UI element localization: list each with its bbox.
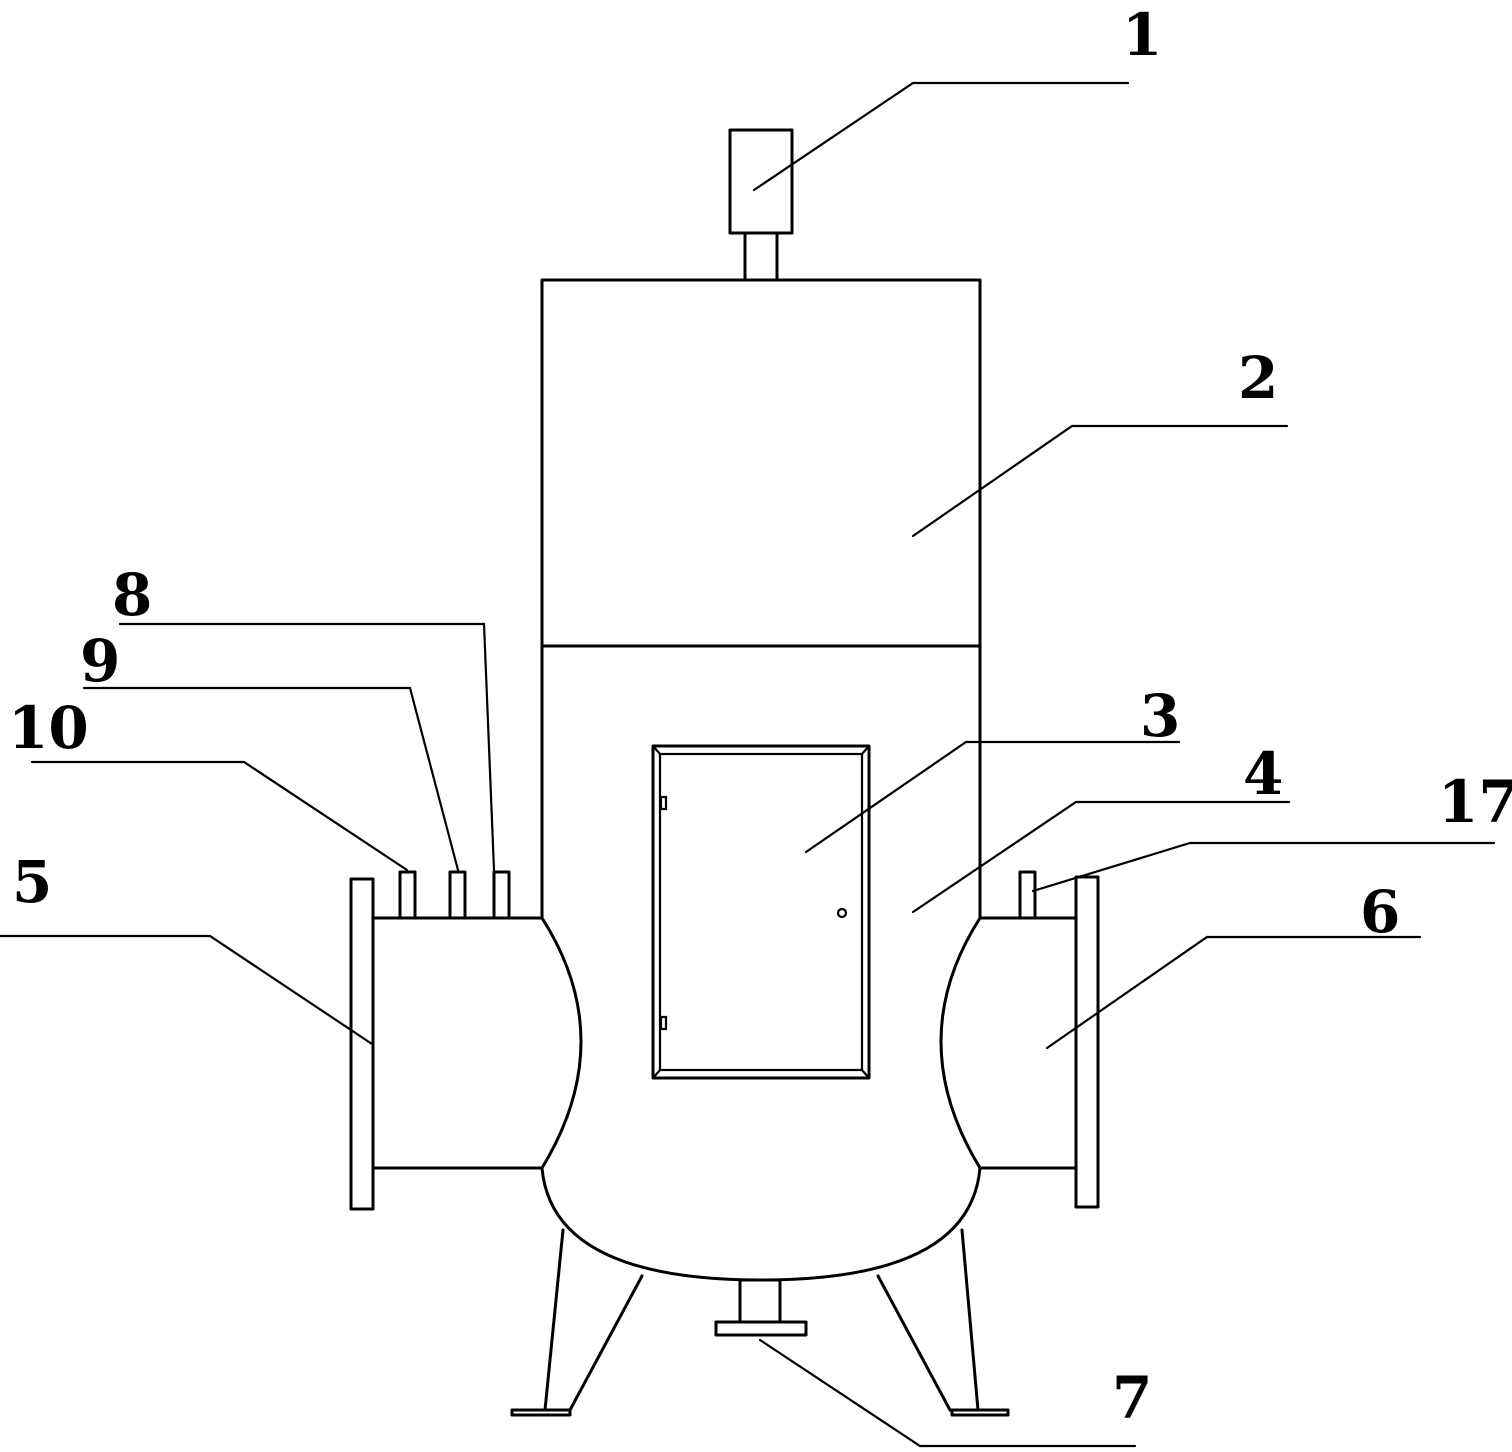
outlet-pipe	[978, 870, 1100, 1209]
leader-2	[911, 424, 1289, 538]
leader-9	[82, 686, 460, 872]
label-2: 2	[1238, 344, 1278, 412]
label-6: 6	[1360, 878, 1400, 946]
motor	[728, 128, 794, 282]
leader-7	[758, 1338, 1137, 1448]
label-1: 1	[1122, 1, 1162, 69]
label-9: 9	[80, 627, 120, 695]
hinge-icon	[659, 1015, 668, 1031]
upper-housing	[540, 278, 982, 648]
vessel-body	[540, 644, 982, 1282]
nozzle-9	[448, 870, 467, 920]
door-knob-icon	[836, 907, 848, 919]
leader-3	[804, 740, 1181, 854]
nozzle-10	[398, 870, 417, 920]
label-8: 8	[112, 561, 152, 629]
leader-5	[0, 934, 374, 1046]
support-legs	[510, 1228, 1010, 1417]
label-10: 10	[8, 694, 89, 762]
nozzle-17	[1018, 870, 1037, 920]
label-4: 4	[1243, 740, 1283, 808]
drain-outlet	[714, 1278, 808, 1337]
callout-labels: 1 2 3 4 5 6 7 8 9 10 17	[8, 1, 1512, 1432]
leader-8	[118, 622, 496, 872]
leader-17	[1031, 841, 1496, 893]
leader-lines	[0, 81, 1496, 1448]
label-7: 7	[1112, 1364, 1152, 1432]
leader-10	[30, 760, 409, 872]
leader-6	[1045, 935, 1422, 1050]
label-17: 17	[1438, 768, 1512, 836]
inlet-pipe	[349, 870, 544, 1211]
leader-4	[911, 800, 1291, 914]
hinge-icon	[659, 795, 668, 811]
access-door	[651, 744, 871, 1080]
label-3: 3	[1140, 682, 1180, 750]
leader-1	[752, 81, 1130, 192]
label-5: 5	[12, 848, 52, 916]
nozzle-8	[492, 870, 511, 920]
